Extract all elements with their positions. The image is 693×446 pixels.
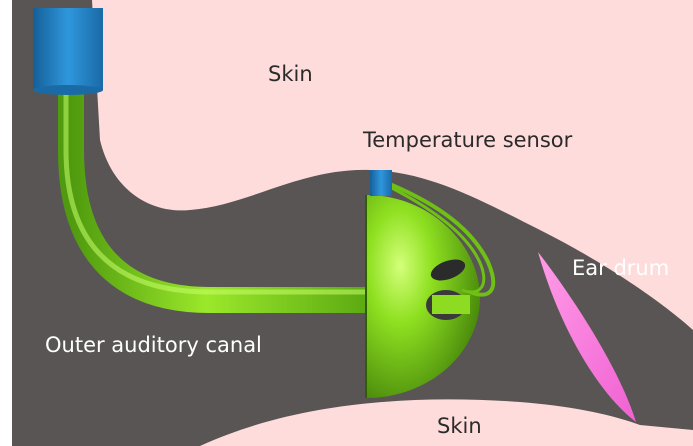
temperature-sensor-label: Temperature sensor: [363, 130, 572, 151]
ear-drum-label: Ear drum: [572, 258, 669, 279]
skin-label-top: Skin: [268, 64, 313, 85]
blue-connector-base: [33, 85, 103, 95]
left-margin: [0, 0, 12, 446]
outer-auditory-canal-label: Outer auditory canal: [45, 335, 262, 356]
probe-stem: [432, 295, 470, 314]
skin-label-bottom: Skin: [437, 416, 482, 437]
temperature-sensor: [370, 170, 392, 196]
blue-connector: [33, 8, 103, 90]
